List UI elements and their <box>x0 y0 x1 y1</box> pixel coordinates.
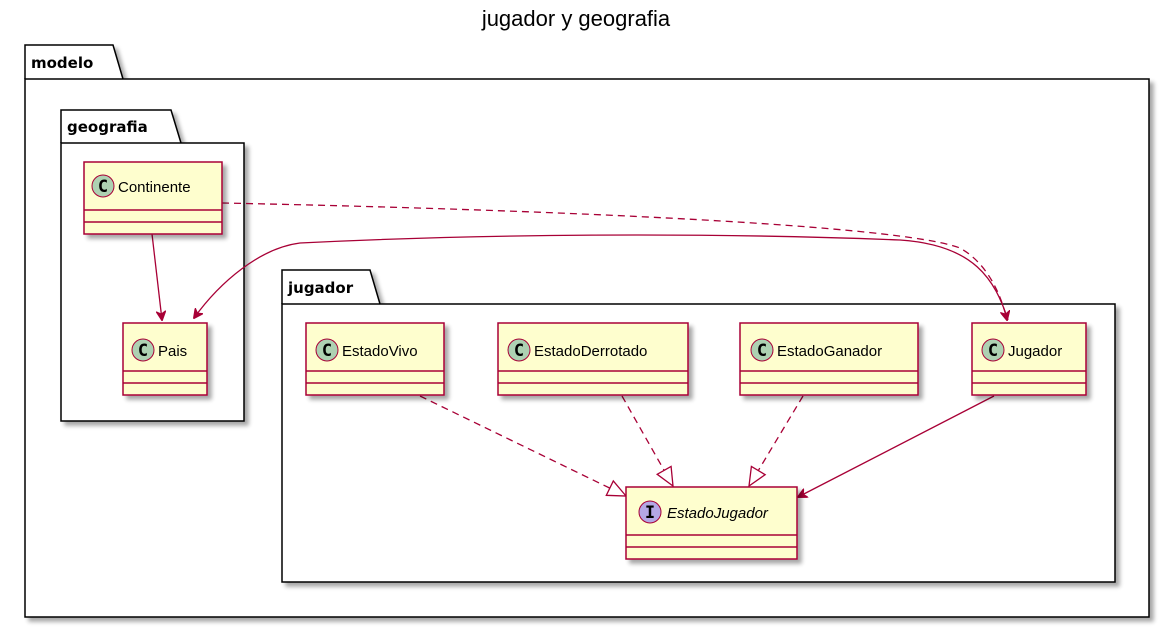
relation-jugador-pais <box>194 234 1009 321</box>
class-name: EstadoVivo <box>342 343 418 360</box>
interface-name: EstadoJugador <box>667 505 769 522</box>
class-name: EstadoGanador <box>777 343 882 360</box>
package-geografia-label: geografia <box>67 118 148 136</box>
class-name: Continente <box>118 179 191 196</box>
relation-estadoderrotado-estadojugador <box>621 395 673 486</box>
package-modelo-label: modelo <box>31 54 93 72</box>
relation-estadovivo-estadojugador <box>419 395 626 496</box>
relation-jugador-estadojugador <box>798 395 995 497</box>
relation-continente-pais <box>151 233 162 320</box>
stereotype-letter: C <box>988 341 998 361</box>
diagram-title: jugador y geografia <box>481 6 671 31</box>
class-continente[interactable]: C Continente <box>83 161 223 235</box>
class-badge-icon <box>91 174 115 198</box>
class-name: Pais <box>158 343 187 360</box>
stereotype-letter: C <box>757 341 767 361</box>
class-badge-icon <box>131 338 155 362</box>
class-estado-vivo[interactable]: C EstadoVivo <box>305 322 445 396</box>
relations <box>151 202 1009 497</box>
class-badge-icon <box>750 338 774 362</box>
class-name: EstadoDerrotado <box>534 343 647 360</box>
class-pais[interactable]: C Pais <box>122 322 208 396</box>
interface-badge-icon <box>638 500 662 524</box>
class-name: Jugador <box>1008 343 1062 360</box>
class-badge-icon <box>981 338 1005 362</box>
stereotype-letter: C <box>322 341 332 361</box>
class-estado-ganador[interactable]: C EstadoGanador <box>739 322 919 396</box>
relation-estadoganador-estadojugador <box>749 395 804 486</box>
stereotype-letter: C <box>138 341 148 361</box>
class-badge-icon <box>315 338 339 362</box>
stereotype-letter: C <box>514 341 524 361</box>
stereotype-letter: C <box>98 177 108 197</box>
class-jugador[interactable]: C Jugador <box>971 322 1087 396</box>
stereotype-letter: I <box>645 503 655 523</box>
interface-estado-jugador[interactable]: I EstadoJugador <box>625 486 798 560</box>
class-estado-derrotado[interactable]: C EstadoDerrotado <box>497 322 689 396</box>
class-badge-icon <box>507 338 531 362</box>
relation-continente-jugador <box>221 202 1007 320</box>
package-jugador-label: jugador <box>287 279 354 297</box>
